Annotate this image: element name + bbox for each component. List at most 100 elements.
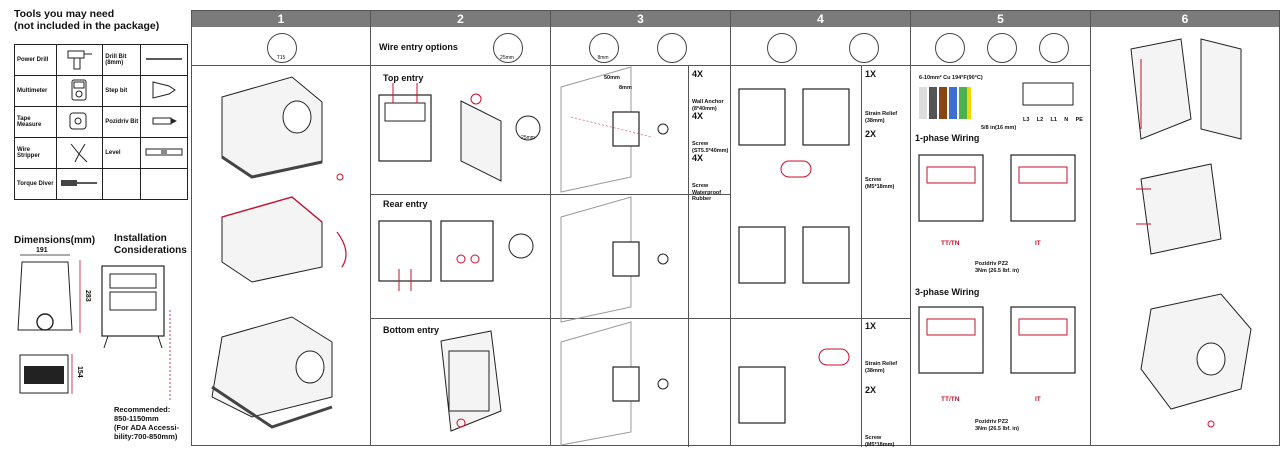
mark-depth: 50mm	[604, 75, 620, 81]
tt-tn-label-2: TT/TN	[941, 396, 960, 403]
tool-label: Power Drill	[14, 44, 57, 76]
screwdriver-badge-icon	[767, 33, 797, 63]
it-label-2: IT	[1035, 396, 1041, 403]
step-2-header: 2	[371, 11, 550, 27]
installation-height-drawing	[101, 265, 171, 400]
screwdriver-badge-icon	[987, 33, 1017, 63]
table-row: Wire Stripper Level	[14, 137, 188, 169]
mark-diameter: 8mm	[619, 85, 632, 91]
wall-mount-drawings	[560, 66, 669, 446]
level-icon	[140, 137, 188, 169]
screw-m5-label: Screw (M5*18mm)	[865, 177, 895, 190]
step-4: 4 1X Strain Relief (38mm) 2X Screw (M5*1…	[731, 11, 911, 448]
torque-driver-badge-icon	[1039, 33, 1069, 63]
bit-badge-icon	[849, 33, 879, 63]
relief-label: Strain Relief (38mm)	[865, 111, 898, 124]
step-bit-badge-icon	[493, 33, 523, 63]
tool-label: Level	[102, 137, 142, 169]
one-phase-drawing	[918, 154, 1076, 222]
step-1-header: 1	[192, 11, 370, 27]
rear-entry-title: Rear entry	[383, 199, 428, 209]
wire-stripper-badge-icon	[935, 33, 965, 63]
step-3-header: 3	[551, 11, 730, 27]
tape-measure-icon	[55, 106, 104, 138]
step-5-header: 5	[911, 11, 1090, 27]
tt-tn-label-1: TT/TN	[941, 240, 960, 247]
dim-width: 191	[36, 247, 48, 254]
dim-depth: 154	[76, 366, 83, 378]
strain-relief-drawings	[738, 88, 850, 424]
wire-labels: L3 L2 L1 N PE	[1023, 117, 1083, 123]
screw-m5-qty-2: 2X	[865, 385, 877, 395]
wire-entry-options-title: Wire entry options	[379, 42, 458, 52]
dimensions-title: Dimensions(mm)	[14, 235, 96, 246]
relief-qty: 1X	[865, 69, 877, 79]
step-1: 1 T15	[192, 11, 371, 445]
tool-label: Step bit	[102, 75, 142, 107]
step-6-illustration	[1130, 38, 1252, 428]
dim-height: 283	[84, 290, 91, 302]
one-phase-title: 1-phase Wiring	[915, 133, 980, 143]
drill-bit-icon	[140, 44, 188, 76]
tool-label: Drill Bit (8mm)	[102, 44, 142, 76]
torque-driver-icon	[55, 168, 104, 200]
screw-m5-qty: 2X	[865, 129, 877, 139]
tools-title: Tools you may need (not included in the …	[14, 8, 160, 32]
top-entry-title: Top entry	[383, 73, 424, 83]
tool-label: Wire Stripper	[14, 137, 57, 169]
tools-table: Power Drill Drill Bit (8mm) Multimeter S…	[14, 44, 188, 200]
bottom-entry-title: Bottom entry	[383, 325, 439, 335]
tools-panel: Tools you may need (not included in the …	[0, 0, 190, 459]
step-6-header: 6	[1091, 11, 1279, 27]
strip-length: 5/8 in(16 mm)	[981, 125, 1017, 131]
table-row: Power Drill Drill Bit (8mm)	[14, 44, 188, 76]
recommended-height: Recommended: 850-1150mm (For ADA Accessi…	[114, 405, 180, 441]
tool-label: Torque Diver	[14, 168, 57, 200]
anchor-label: Wall Anchor (8*40mm)	[692, 99, 724, 112]
drill-bit-badge-icon	[589, 33, 619, 63]
screw-qty: 4X	[692, 111, 704, 121]
step-1-illustration	[211, 76, 347, 429]
tool-label: Pozidriv Bit	[102, 106, 142, 138]
torque-label-2: 3Nm (26.5 lbf. in)	[975, 426, 1020, 432]
three-phase-title: 3-phase Wiring	[915, 287, 980, 297]
driver-label-2: Pozidriv PZ2	[975, 419, 1009, 425]
step-3: 3 8mm 50mm 8mm 4X Wall Anchor (8*40mm) 4…	[551, 11, 731, 447]
tool-label: Tape Measure	[14, 106, 57, 138]
table-row: Tape Measure Pozidriv Bit	[14, 106, 188, 138]
pozidriv-bit-icon	[140, 106, 188, 138]
steps-grid: 1 T15 2 Wire entry options 25mm Top entr…	[191, 10, 1280, 448]
step-5: 5 6-10mm² Cu 194°F(90°C) 5/8 in(16 mm) L…	[911, 11, 1091, 445]
tool-label: Multimeter	[14, 75, 57, 107]
bit-size: 8mm	[597, 55, 609, 61]
hole-size-label: 25mm	[521, 135, 535, 141]
wire-stripper-icon	[55, 137, 104, 169]
rubber-label: Screw Waterproof Rubber	[692, 183, 722, 202]
it-label-1: IT	[1035, 240, 1041, 247]
rubber-qty: 4X	[692, 153, 704, 163]
step-4-header: 4	[731, 11, 910, 27]
screw-m5-label-2: Screw (M5*18mm)	[865, 435, 895, 448]
torque-label-1: 3Nm (26.5 lbf. in)	[975, 268, 1020, 274]
driver-label-1: Pozidriv PZ2	[975, 261, 1009, 267]
screw-label: Screw (ST5.5*40mm)	[692, 141, 729, 154]
cable-spec: 6-10mm² Cu 194°F(90°C)	[919, 75, 983, 81]
bottom-entry-drawing	[440, 330, 502, 432]
multimeter-icon	[55, 75, 104, 107]
top-entry-drawing	[378, 83, 541, 182]
torx-driver-icon	[267, 33, 297, 63]
step-2: 2 Wire entry options 25mm Top entry 25mm…	[371, 11, 551, 445]
step-6: 6	[1091, 11, 1279, 445]
relief-label-2: Strain Relief (38mm)	[865, 361, 898, 374]
cable-colors	[919, 82, 1074, 119]
three-phase-drawing	[918, 306, 1076, 374]
table-row: Torque Diver	[14, 168, 188, 200]
step-bit-size: 25mm	[500, 55, 514, 61]
drill-badge-icon	[657, 33, 687, 63]
installation-title: Installation Considerations	[114, 233, 187, 256]
anchor-qty: 4X	[692, 69, 704, 79]
charger-dimension-drawing	[17, 254, 81, 394]
relief-qty-2: 1X	[865, 321, 877, 331]
power-drill-icon	[55, 44, 104, 76]
rear-entry-drawing	[378, 220, 534, 291]
